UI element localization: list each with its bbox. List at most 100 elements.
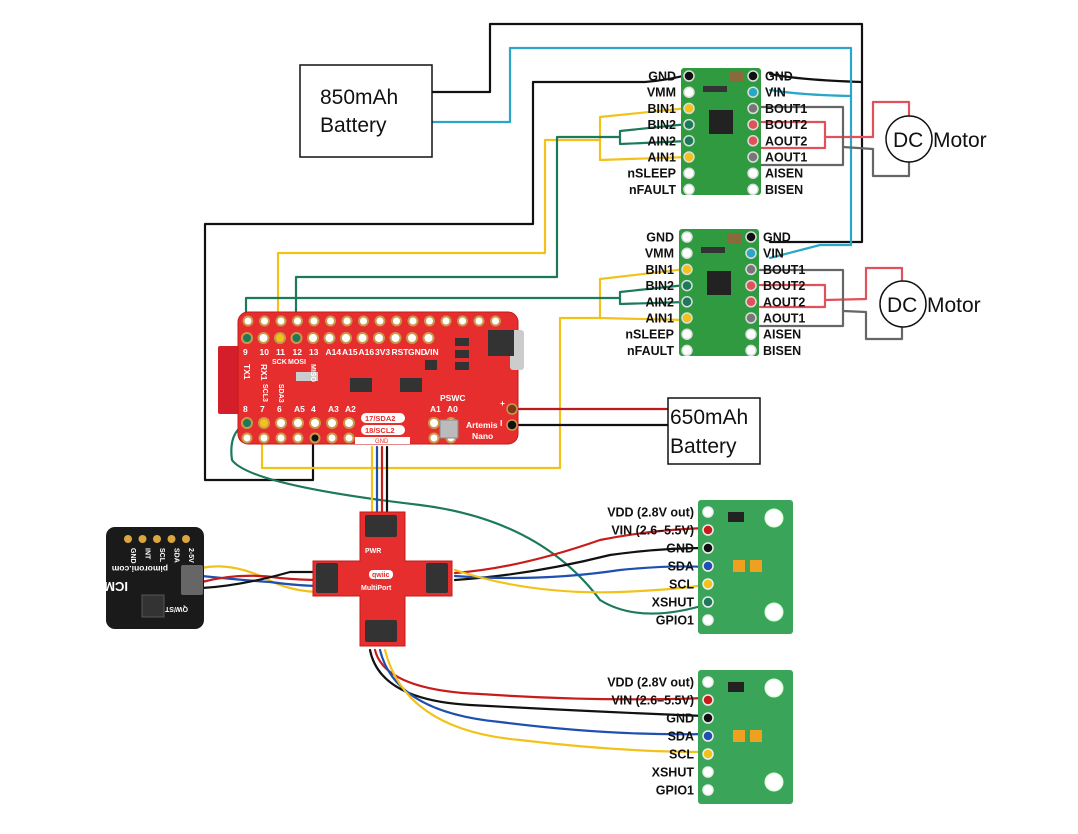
driver-pin-label: AIN2 (648, 134, 677, 148)
driver-pin-label: AOUT1 (763, 312, 805, 326)
artemis-header-pad (442, 317, 451, 326)
driver-pin-label: GND (763, 231, 791, 245)
tof-pin-label: VIN (2.6–5.5V) (611, 524, 694, 538)
driver-pin-label: AISEN (763, 328, 801, 342)
artemis-pin-a14 (325, 333, 335, 343)
driver-pin-gnd (748, 71, 758, 81)
artemis-header-pad (277, 317, 286, 326)
artemis-header-pad (326, 317, 335, 326)
driver-ic (707, 271, 731, 295)
driver-pin-bisen (748, 184, 758, 194)
driver-pin-label: BIN2 (646, 279, 675, 293)
artemis-pin-label: A5 (294, 404, 305, 414)
artemis-pswc: PSWC (440, 393, 466, 403)
artemis-pin-a1 (429, 418, 439, 428)
driver-pin-label: VIN (765, 86, 786, 100)
driver-pin-label: BIN1 (646, 263, 675, 277)
artemis-header-pad (475, 317, 484, 326)
artemis-header-pad (328, 434, 337, 443)
artemis-header-pad (458, 317, 467, 326)
imu-pin-label: SDA (173, 548, 180, 563)
imu-pin-label: 2-5V (187, 548, 194, 563)
tof-pin (703, 579, 713, 589)
driver-pin-label: GND (765, 70, 793, 84)
imu-pin-gnd (124, 535, 132, 543)
driver-pin-label: AISEN (765, 167, 803, 181)
tof-sensor-window (750, 730, 762, 742)
motor-2-label: Motor (927, 294, 981, 317)
imu-pin-sda (168, 535, 176, 543)
driver-pin-ain2 (684, 136, 694, 146)
artemis-header-pad (243, 434, 252, 443)
artemis-tag-scl2: 18/SCL2 (365, 426, 395, 435)
driver-ic (709, 110, 733, 134)
artemis-pin-rst (391, 333, 401, 343)
tof-pin (703, 785, 713, 795)
imu-chip-label: ICM20948 (68, 579, 128, 594)
artemis-pin-3v3 (374, 333, 384, 343)
multiport-connector-right (426, 563, 448, 593)
driver-pin-label: VMM (645, 247, 674, 261)
driver-pin-label: AIN2 (646, 295, 675, 309)
dc-motor-1: DC Motor (886, 116, 987, 162)
driver-pin-aisen (748, 168, 758, 178)
wire-850-gnd (432, 24, 862, 242)
driver-pin-label: AOUT2 (763, 295, 805, 309)
artemis-pin-label: 12 (293, 347, 303, 357)
driver-pin-label: BIN2 (648, 118, 677, 132)
artemis-header-pad (294, 434, 303, 443)
tof-pin-label: SCL (669, 748, 694, 762)
driver-pin-label: AOUT1 (765, 151, 807, 165)
artemis-header-pad (430, 434, 439, 443)
imu-icm20948: GNDINTSCLSDA2-5V pimoroni.com ICM20948 Q… (68, 527, 204, 629)
artemis-pin-gnd (407, 333, 417, 343)
battery-850-line1: 850mAh (320, 86, 398, 109)
artemis-pin-label: A14 (326, 347, 342, 357)
battery-650-line2: Battery (670, 435, 737, 458)
driver-pin-vin (746, 248, 756, 258)
artemis-pin-10 (259, 333, 269, 343)
driver-pin-vin (748, 87, 758, 97)
tof-pin (703, 713, 713, 723)
mount-hole (765, 773, 783, 791)
driver-pin-nfault (682, 345, 692, 355)
tof-pin (703, 767, 713, 777)
artemis-pin-label: VIN (425, 347, 439, 357)
artemis-pin-4 (310, 418, 320, 428)
tof-pin-label: XSHUT (652, 596, 695, 610)
artemis-header-pad (244, 317, 253, 326)
usb-tab (218, 346, 240, 414)
artemis-pin-a5 (293, 418, 303, 428)
driver-pin-nfault (684, 184, 694, 194)
artemis-pin-label: A0 (447, 404, 458, 414)
artemis-pin-label: 4 (311, 404, 316, 414)
driver-pin-label: BIN1 (648, 102, 677, 116)
battery-850-line2: Battery (320, 114, 387, 137)
artemis-pin-label: 3V3 (375, 347, 390, 357)
artemis-pin-a2 (344, 418, 354, 428)
driver-pin-bout2 (748, 120, 758, 130)
artemis-chip (400, 378, 422, 392)
artemis-pin-label: 6 (277, 404, 282, 414)
artemis-pin-7 (259, 418, 269, 428)
artemis-header-pad (392, 317, 401, 326)
tof-pin (703, 677, 713, 687)
artemis-header-pad (409, 317, 418, 326)
artemis-pin-a3 (327, 418, 337, 428)
driver-pin-gnd (746, 232, 756, 242)
multiport-pwr: PWR (365, 548, 381, 555)
driver-pin-label: GND (646, 231, 674, 245)
artemis-pin-a15 (341, 333, 351, 343)
driver-pin-label: nFAULT (627, 344, 674, 358)
artemis-pin-label: A16 (359, 347, 375, 357)
imu-qwiic-connector (181, 565, 203, 595)
driver-pin-gnd (682, 232, 692, 242)
tof-sensor-1: VDD (2.8V out)VIN (2.6–5.5V)GNDSDASCLXSH… (607, 500, 793, 634)
artemis-pin-label: RST (392, 347, 410, 357)
artemis-pin-a16 (358, 333, 368, 343)
driver-pin-ain1 (684, 152, 694, 162)
artemis-pin-6 (276, 418, 286, 428)
artemis-rx1: RX1 (259, 364, 269, 381)
artemis-sda3: SDA3 (277, 384, 284, 403)
